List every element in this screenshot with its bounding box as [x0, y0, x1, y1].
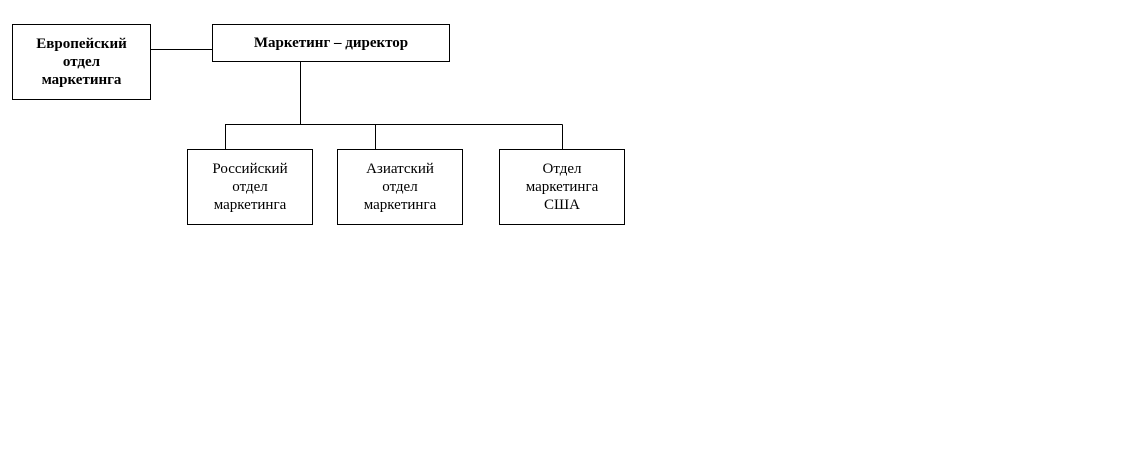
node-asian-line-1: Азиатский [366, 161, 434, 177]
node-russian-marketing-department: Российский отдел маркетинга [187, 149, 313, 225]
node-asian-line-2: отдел [382, 179, 418, 195]
node-european-line-3: маркетинга [41, 72, 122, 88]
node-european-line-2: отдел [62, 54, 101, 70]
node-usa-marketing-department: Отдел маркетинга США [499, 149, 625, 225]
node-russian-line-1: Российский [212, 161, 288, 177]
node-usa-line-3: США [544, 197, 580, 213]
node-usa-line-2: маркетинга [525, 179, 599, 195]
node-european-marketing-department: Европейский отдел маркетинга [12, 24, 151, 100]
node-european-line-1: Европейский [36, 36, 127, 52]
node-russian-line-3: маркетинга [213, 197, 287, 213]
node-marketing-director: Маркетинг – директор [212, 24, 450, 62]
node-asian-marketing-department: Азиатский отдел маркетинга [337, 149, 463, 225]
node-usa-line-1: Отдел [542, 161, 582, 177]
node-russian-line-2: отдел [232, 179, 268, 195]
node-asian-line-3: маркетинга [363, 197, 437, 213]
node-marketing-director-label: Маркетинг – директор [253, 35, 409, 51]
